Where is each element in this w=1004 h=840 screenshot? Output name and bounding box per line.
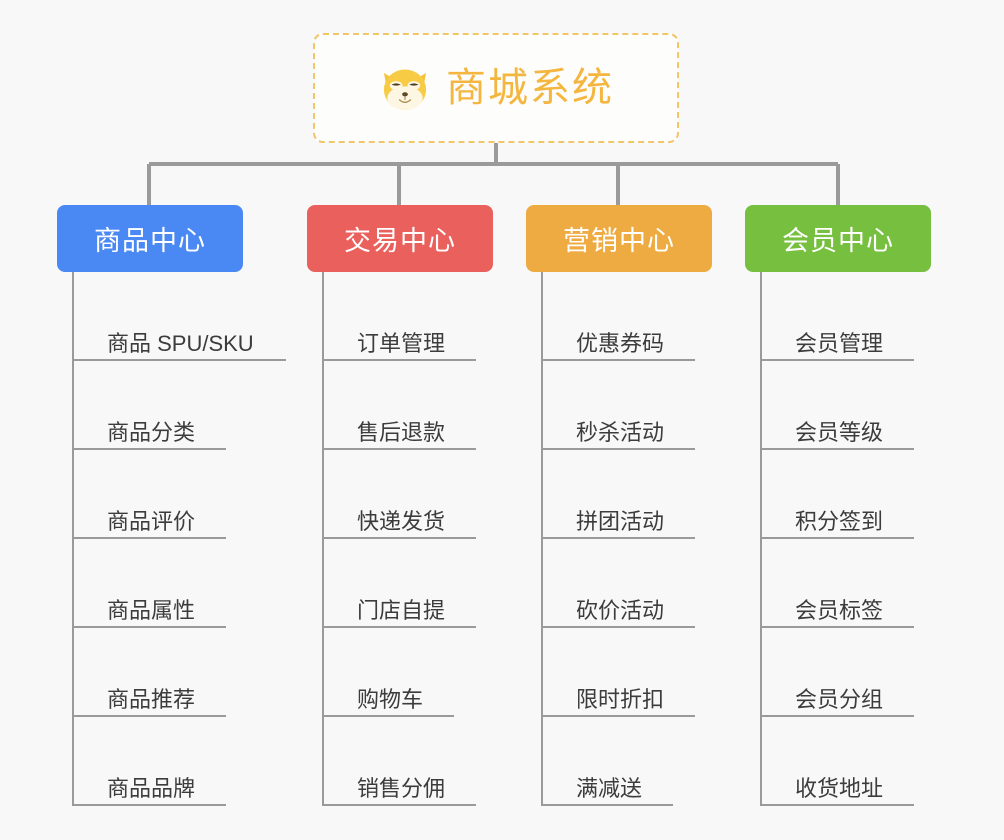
list-item-label: 商品推荐 [107, 686, 196, 712]
list-item-label: 商品 SPU/SKU [107, 330, 254, 356]
list-item-label: 拼团活动 [576, 508, 665, 534]
list-item[interactable]: 订单管理 [324, 272, 493, 361]
item-list-trade: 订单管理 售后退款 快递发货 门店自提 购物车 销售分佣 [322, 272, 493, 806]
category-header-marketing[interactable]: 营销中心 [526, 205, 712, 272]
list-item[interactable]: 积分签到 [762, 450, 931, 539]
list-item-label: 会员管理 [795, 330, 884, 356]
list-item[interactable]: 购物车 [324, 628, 493, 717]
list-item-label: 快递发货 [357, 508, 446, 534]
list-item-label: 会员标签 [795, 597, 884, 623]
list-item-rule [324, 715, 454, 717]
list-item-rule [543, 448, 695, 450]
list-item-rule [324, 804, 476, 806]
category-column-member: 会员中心 会员管理 会员等级 积分签到 会员标签 会员分组 [745, 205, 931, 806]
category-header-member[interactable]: 会员中心 [745, 205, 931, 272]
list-item-label: 限时折扣 [576, 686, 665, 712]
list-item-rule [74, 537, 226, 539]
list-item-label: 收货地址 [795, 775, 884, 801]
list-item-label: 会员等级 [795, 419, 884, 445]
list-item-label: 商品属性 [107, 597, 196, 623]
list-item[interactable]: 拼团活动 [543, 450, 712, 539]
list-item-label: 门店自提 [357, 597, 446, 623]
list-item-label: 商品评价 [107, 508, 196, 534]
list-item[interactable]: 会员标签 [762, 539, 931, 628]
list-item[interactable]: 销售分佣 [324, 717, 493, 806]
list-item[interactable]: 限时折扣 [543, 628, 712, 717]
list-item-label: 商品品牌 [107, 775, 196, 801]
shiba-dog-icon [383, 69, 427, 111]
list-item[interactable]: 砍价活动 [543, 539, 712, 628]
list-item-rule [762, 448, 914, 450]
list-item-rule [762, 537, 914, 539]
list-item-label: 积分签到 [795, 508, 884, 534]
list-item-rule [543, 626, 695, 628]
root-node-label: 商城系统 [446, 66, 614, 110]
list-item-rule [543, 359, 695, 361]
list-item[interactable]: 收货地址 [762, 717, 931, 806]
category-header-label: 会员中心 [782, 226, 894, 256]
list-item[interactable]: 售后退款 [324, 361, 493, 450]
list-item-label: 满减送 [576, 775, 643, 801]
category-column-product: 商品中心 商品 SPU/SKU 商品分类 商品评价 商品属性 商品推荐 [57, 205, 286, 806]
list-item[interactable]: 秒杀活动 [543, 361, 712, 450]
list-item-label: 优惠券码 [576, 330, 665, 356]
list-item-rule [324, 537, 476, 539]
list-item[interactable]: 快递发货 [324, 450, 493, 539]
list-item[interactable]: 商品分类 [74, 361, 243, 450]
list-item[interactable]: 优惠券码 [543, 272, 712, 361]
list-item-label: 售后退款 [357, 419, 446, 445]
list-item-rule [543, 804, 673, 806]
list-item-label: 商品分类 [107, 419, 196, 445]
list-item-rule [74, 448, 226, 450]
category-header-product[interactable]: 商品中心 [57, 205, 243, 272]
item-list-marketing: 优惠券码 秒杀活动 拼团活动 砍价活动 限时折扣 满减送 [541, 272, 712, 806]
list-item-label: 购物车 [357, 686, 424, 712]
list-item-rule [74, 715, 226, 717]
category-header-trade[interactable]: 交易中心 [307, 205, 493, 272]
list-item-rule [74, 359, 286, 361]
list-item-rule [762, 804, 914, 806]
list-item-rule [762, 715, 914, 717]
list-item-label: 订单管理 [357, 330, 446, 356]
list-item-label: 会员分组 [795, 686, 884, 712]
list-item-rule [543, 715, 695, 717]
list-item-rule [543, 537, 695, 539]
list-item-label: 秒杀活动 [576, 419, 665, 445]
list-item-rule [762, 359, 914, 361]
category-column-marketing: 营销中心 优惠券码 秒杀活动 拼团活动 砍价活动 限时折扣 [526, 205, 712, 806]
category-header-label: 营销中心 [563, 226, 675, 256]
item-list-product: 商品 SPU/SKU 商品分类 商品评价 商品属性 商品推荐 商品品牌 [72, 272, 286, 806]
list-item[interactable]: 商品属性 [74, 539, 243, 628]
list-item-rule [762, 626, 914, 628]
list-item[interactable]: 商品 SPU/SKU [74, 272, 286, 361]
list-item[interactable]: 门店自提 [324, 539, 493, 628]
list-item[interactable]: 会员等级 [762, 361, 931, 450]
list-item[interactable]: 商品评价 [74, 450, 243, 539]
list-item-rule [324, 448, 476, 450]
list-item-rule [74, 626, 226, 628]
list-item[interactable]: 满减送 [543, 717, 712, 806]
list-item[interactable]: 商品推荐 [74, 628, 243, 717]
list-item[interactable]: 商品品牌 [74, 717, 243, 806]
list-item-rule [324, 359, 476, 361]
list-item-label: 砍价活动 [576, 597, 665, 623]
category-header-label: 交易中心 [344, 226, 456, 256]
item-list-member: 会员管理 会员等级 积分签到 会员标签 会员分组 收货地址 [760, 272, 931, 806]
list-item-rule [74, 804, 226, 806]
list-item[interactable]: 会员管理 [762, 272, 931, 361]
root-node-mall-system[interactable]: 商城系统 [313, 33, 679, 143]
list-item-rule [324, 626, 476, 628]
list-item[interactable]: 会员分组 [762, 628, 931, 717]
category-column-trade: 交易中心 订单管理 售后退款 快递发货 门店自提 购物车 [307, 205, 493, 806]
list-item-label: 销售分佣 [357, 775, 446, 801]
category-header-label: 商品中心 [94, 226, 206, 256]
